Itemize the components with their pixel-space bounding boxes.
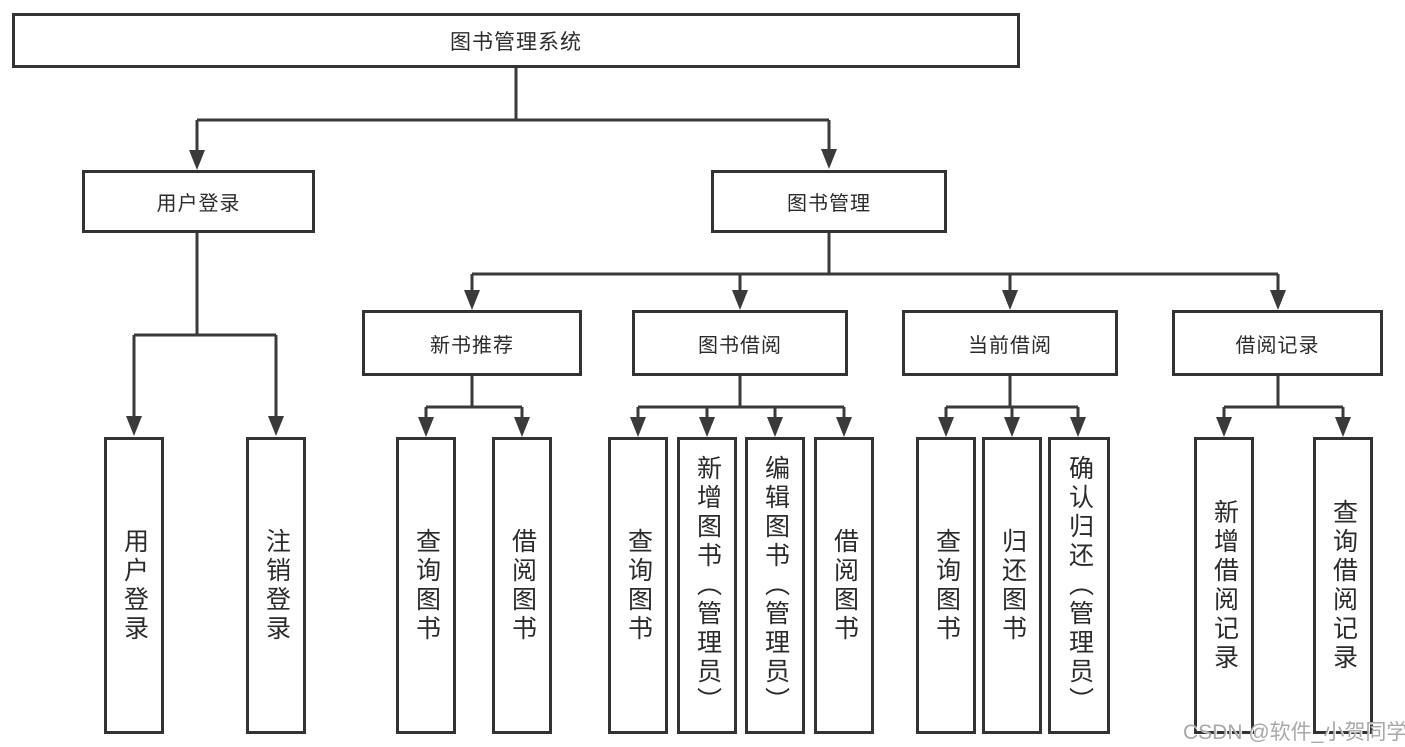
arrowhead <box>836 417 852 437</box>
node-root-label: 图书管理系统 <box>450 30 582 54</box>
node-new-book-recommend: 新书推荐 <box>362 310 582 376</box>
node-leaf-label: 新增图书（管理员） <box>693 455 722 716</box>
node-leaf-logout: 注销登录 <box>246 437 306 734</box>
node-leaf-add-books-admin: 新增图书（管理员） <box>677 437 737 734</box>
node-new-book-recommend-label: 新书推荐 <box>430 334 514 357</box>
node-book-management: 图书管理 <box>711 170 947 233</box>
node-leaf-label: 借阅图书 <box>508 527 537 644</box>
node-leaf-label: 编辑图书（管理员） <box>761 455 790 716</box>
node-leaf-return-books: 归还图书 <box>982 437 1042 734</box>
node-book-borrow-label: 图书借阅 <box>698 334 782 357</box>
connector-line-recommend <box>424 376 524 419</box>
node-current-borrow: 当前借阅 <box>902 310 1118 376</box>
node-leaf-add-borrow-record: 新增借阅记录 <box>1194 437 1254 734</box>
arrowhead <box>821 149 837 169</box>
node-current-borrow-label: 当前借阅 <box>968 334 1052 357</box>
node-leaf-label: 归还图书 <box>998 527 1027 644</box>
node-leaf-query-books-2: 查询图书 <box>608 437 668 734</box>
node-leaf-label: 查询图书 <box>932 527 961 644</box>
node-leaf-label: 确认归还（管理员） <box>1065 455 1094 716</box>
node-user-login: 用户登录 <box>82 170 315 233</box>
arrowhead <box>126 416 142 436</box>
arrowhead <box>1004 417 1020 437</box>
node-leaf-label: 注销登录 <box>262 527 291 644</box>
node-leaf-label: 查询图书 <box>412 527 441 644</box>
node-leaf-confirm-return-admin: 确认归还（管理员） <box>1048 437 1110 734</box>
arrowhead <box>1070 417 1086 437</box>
connector-line-borrow <box>636 376 846 419</box>
node-leaf-label: 新增借阅记录 <box>1210 498 1239 673</box>
arrowhead <box>189 150 205 170</box>
arrowhead <box>268 416 284 436</box>
arrowhead <box>1002 290 1018 310</box>
arrowhead <box>699 417 715 437</box>
node-leaf-query-books-1: 查询图书 <box>396 437 456 734</box>
connector-line-records <box>1222 376 1345 419</box>
node-leaf-borrow-books-1: 借阅图书 <box>492 437 552 734</box>
arrowhead <box>767 417 783 437</box>
node-book-borrow: 图书借阅 <box>632 310 848 376</box>
node-root: 图书管理系统 <box>12 13 1020 68</box>
connector-line-management <box>470 233 1280 292</box>
arrowhead <box>418 417 434 437</box>
arrowhead <box>630 417 646 437</box>
arrowhead <box>514 417 530 437</box>
node-leaf-borrow-books-2: 借阅图书 <box>814 437 874 734</box>
arrowhead <box>1216 417 1232 437</box>
node-leaf-label: 查询借阅记录 <box>1329 498 1358 673</box>
arrowhead <box>938 417 954 437</box>
node-leaf-query-borrow-record: 查询借阅记录 <box>1313 437 1373 734</box>
node-leaf-label: 用户登录 <box>120 527 149 644</box>
node-borrow-records: 借阅记录 <box>1172 310 1383 376</box>
arrowhead <box>732 290 748 310</box>
node-leaf-label: 借阅图书 <box>830 527 859 644</box>
node-leaf-label: 查询图书 <box>624 527 653 644</box>
arrowhead <box>464 290 480 310</box>
node-book-management-label: 图书管理 <box>787 193 871 215</box>
node-leaf-user-login: 用户登录 <box>104 437 164 734</box>
connector-line-root <box>195 68 831 152</box>
connector-line-login <box>132 233 278 418</box>
node-user-login-label: 用户登录 <box>156 193 241 215</box>
connector-line-current <box>944 376 1080 419</box>
node-leaf-edit-books-admin: 编辑图书（管理员） <box>745 437 805 734</box>
arrowhead <box>1335 417 1351 437</box>
watermark: CSDN @软件_小贺同学 <box>1183 721 1405 744</box>
node-leaf-query-books-3: 查询图书 <box>916 437 976 734</box>
arrowhead <box>1270 290 1286 310</box>
node-borrow-records-label: 借阅记录 <box>1235 334 1320 357</box>
